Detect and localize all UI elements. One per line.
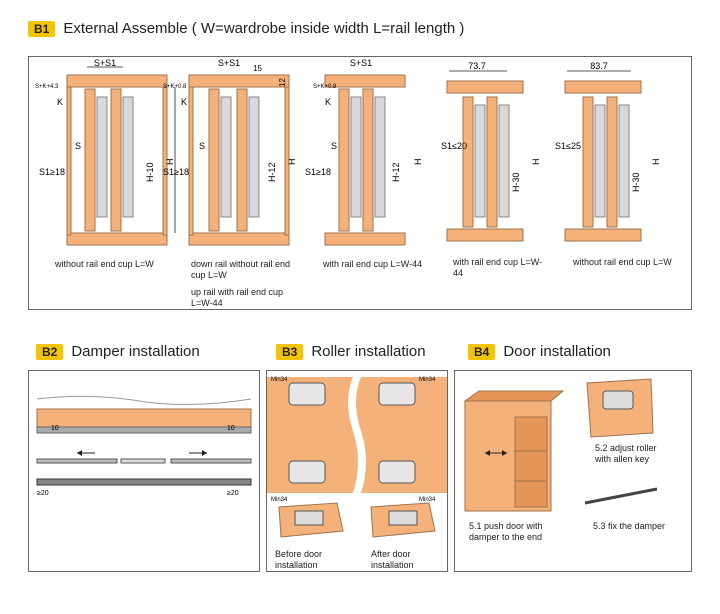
rail bbox=[36, 478, 252, 486]
dim-top: S+S1 bbox=[94, 58, 116, 68]
dim-h-inner: H-12 bbox=[267, 162, 277, 182]
door-frame bbox=[122, 96, 134, 218]
dim-h: H bbox=[287, 159, 297, 166]
b3-min-b: Min34 bbox=[419, 377, 436, 383]
b3-badge: B3 bbox=[276, 343, 304, 360]
dim-top: S+S1 bbox=[350, 58, 372, 68]
top-rail bbox=[66, 74, 168, 88]
roller-top-left bbox=[288, 382, 326, 406]
b3-after: After door installation bbox=[371, 549, 414, 570]
b2-ge20a: ≥20 bbox=[37, 490, 49, 497]
b1-panel: S+S1 S+K+4.3 K S S1≥18 H-10 H S+S1 15 12… bbox=[28, 56, 692, 310]
dim-k-label: S+K+0.8 bbox=[313, 84, 337, 90]
b1-caption-2: down rail without rail end cup L=W bbox=[191, 259, 291, 280]
dim-s1: S1≤20 bbox=[441, 141, 467, 151]
dim-side: 12 bbox=[278, 78, 287, 87]
dim-top: 73.7 bbox=[468, 61, 486, 71]
b2-title: Damper installation bbox=[71, 343, 200, 360]
b1-diagram-2: S+S1 15 12 S+K+0.8 K S S1≥18 H-12 H bbox=[163, 58, 297, 246]
dim-h: H bbox=[531, 159, 541, 166]
damper-left bbox=[36, 458, 118, 464]
roller-top-right bbox=[378, 382, 416, 406]
dim-h: H bbox=[165, 159, 175, 166]
dim-h-inner: H-30 bbox=[631, 172, 641, 192]
dim-h: H bbox=[413, 159, 423, 166]
door-panel bbox=[84, 88, 96, 232]
b1-diagram-1: S+S1 S+K+4.3 K S S1≥18 H-10 H bbox=[35, 58, 176, 246]
b4-step1: 5.1 push door with damper to the end bbox=[469, 521, 543, 542]
dim-s1: S1≤25 bbox=[555, 141, 581, 151]
dim-s1: S1≥18 bbox=[163, 167, 189, 177]
b4-step3: 5.3 fix the damper bbox=[593, 521, 666, 531]
roller bbox=[602, 390, 634, 410]
b2-header: B2 Damper installation bbox=[36, 343, 200, 360]
b3-before: Before door installation bbox=[275, 549, 323, 570]
b1-title: External Assemble ( W=wardrobe inside wi… bbox=[63, 20, 465, 37]
b2-panel: 10 10 ≥20 ≥20 bbox=[28, 370, 260, 572]
b2-badge: B2 bbox=[36, 343, 64, 360]
b1-diagram-3: S+S1 S+K+0.8 K S S1≥18 H-12 H bbox=[305, 58, 423, 246]
dim-k-label: S+K+4.3 bbox=[35, 84, 59, 90]
dim-s1: S1≥18 bbox=[39, 167, 65, 177]
b1-diagram-4: 73.7 S1≤20 H-30 H bbox=[441, 61, 541, 242]
damper-bar bbox=[584, 487, 658, 505]
b1-caption-2b: up rail with rail end cup L=W-44 bbox=[191, 287, 284, 308]
dim-top: S+S1 bbox=[218, 58, 240, 68]
b4-header: B4 Door installation bbox=[468, 343, 611, 360]
bottom-rail bbox=[66, 232, 168, 246]
b1-diagram-5: 83.7 S1≤25 H-30 H bbox=[555, 61, 661, 242]
b3-header: B3 Roller installation bbox=[276, 343, 426, 360]
b4-panel: 5.1 push door with damper to the end 5.2… bbox=[454, 370, 692, 572]
dim-k-label: S+K+0.8 bbox=[163, 84, 187, 90]
door-panel bbox=[110, 88, 122, 232]
dim-h: H bbox=[651, 159, 661, 166]
dim-s1: S1≥18 bbox=[305, 167, 331, 177]
b2-drawing: 10 10 ≥20 ≥20 bbox=[36, 395, 252, 497]
b4-drawing bbox=[463, 378, 658, 512]
b4-title: Door installation bbox=[503, 343, 611, 360]
dim-h-inner: H-30 bbox=[511, 172, 521, 192]
dim-s: S bbox=[331, 141, 337, 151]
b3-min-a: Min34 bbox=[271, 377, 288, 383]
damper-right bbox=[170, 458, 252, 464]
roller-bottom-left bbox=[288, 460, 326, 484]
b2-right10: 10 bbox=[227, 425, 235, 432]
b2-ge20b: ≥20 bbox=[227, 490, 239, 497]
roller-bottom-right bbox=[378, 460, 416, 484]
dim-gap: 15 bbox=[253, 64, 262, 73]
b1-caption-4: with rail end cup L=W-44 bbox=[453, 257, 543, 278]
b1-header: B1 External Assemble ( W=wardrobe inside… bbox=[28, 20, 464, 37]
b1-caption-3: with rail end cup L=W-44 bbox=[323, 259, 423, 269]
dim-h-inner: H-12 bbox=[391, 162, 401, 182]
b2-left10: 10 bbox=[51, 425, 59, 432]
b4-badge: B4 bbox=[468, 343, 496, 360]
dim-k: K bbox=[181, 97, 187, 107]
b4-step2: 5.2 adjust roller with allen key bbox=[595, 443, 657, 464]
b3-drawing: Min34 Min34 Min34 Min34 bbox=[267, 377, 447, 538]
door-frame bbox=[96, 96, 108, 218]
dim-k: K bbox=[325, 97, 331, 107]
dim-k: K bbox=[57, 97, 63, 107]
dim-top: 83.7 bbox=[590, 61, 608, 71]
b3-min-d: Min34 bbox=[419, 497, 436, 503]
b1-drawing: S+S1 S+K+4.3 K S S1≥18 H-10 H S+S1 15 12… bbox=[35, 58, 661, 246]
b3-panel: Min34 Min34 Min34 Min34 Before door inst… bbox=[266, 370, 448, 572]
b3-title: Roller installation bbox=[311, 343, 426, 360]
b1-caption-5: without rail end cup L=W bbox=[573, 257, 672, 267]
b3-min-c: Min34 bbox=[271, 497, 288, 503]
b1-badge: B1 bbox=[28, 20, 56, 37]
dim-s: S bbox=[199, 141, 205, 151]
dim-h-inner: H-10 bbox=[145, 162, 155, 182]
dim-s: S bbox=[75, 141, 81, 151]
b1-caption-1: without rail end cup L=W bbox=[55, 259, 154, 269]
